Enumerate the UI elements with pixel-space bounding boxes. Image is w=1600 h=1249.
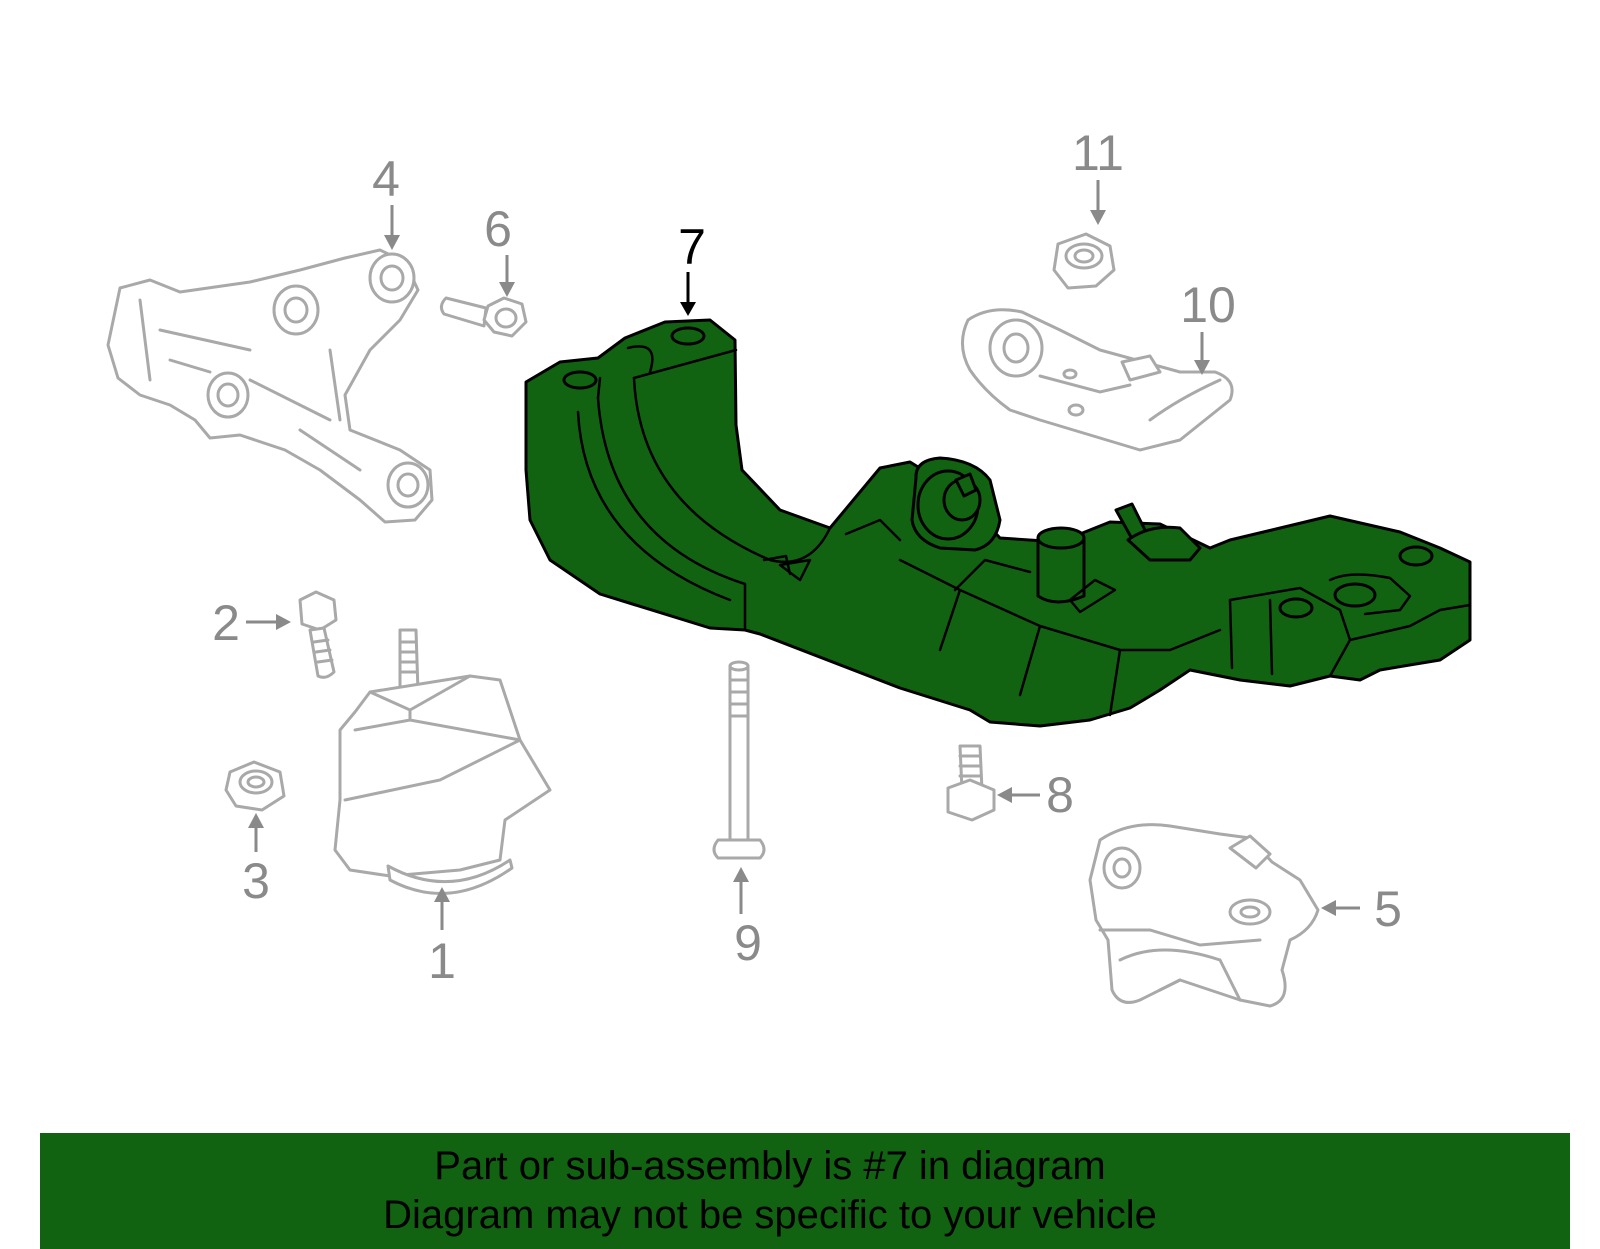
callout-8[interactable]: 8 bbox=[997, 767, 1074, 823]
part-4-engine-bracket[interactable] bbox=[106, 248, 434, 524]
part-8-bolt[interactable] bbox=[946, 744, 996, 822]
callout-4[interactable]: 4 bbox=[372, 151, 400, 250]
callout-2[interactable]: 2 bbox=[212, 595, 291, 651]
callout-number-7: 7 bbox=[678, 219, 706, 275]
arrowhead-7 bbox=[680, 302, 696, 316]
banner-line-2: Diagram may not be specific to your vehi… bbox=[383, 1193, 1157, 1237]
arrowhead-8 bbox=[997, 787, 1012, 803]
part-1-engine-mount[interactable] bbox=[333, 628, 552, 895]
part-10-transmission-mount[interactable] bbox=[961, 308, 1234, 452]
callout-1[interactable]: 1 bbox=[428, 887, 456, 989]
arrowhead-10 bbox=[1194, 360, 1210, 375]
callout-11[interactable]: 11 bbox=[1072, 125, 1124, 225]
callout-9[interactable]: 9 bbox=[733, 867, 762, 971]
callout-number-11: 11 bbox=[1072, 125, 1124, 181]
part-5-mount-bracket[interactable] bbox=[1088, 823, 1320, 1008]
part-9-long-bolt[interactable] bbox=[712, 660, 766, 860]
part-11-nut[interactable] bbox=[1052, 232, 1116, 290]
callout-3[interactable]: 3 bbox=[242, 813, 270, 909]
callout-10[interactable]: 10 bbox=[1180, 277, 1236, 375]
callout-number-6: 6 bbox=[484, 201, 512, 257]
arrowhead-3 bbox=[248, 813, 264, 828]
banner-line-1: Part or sub-assembly is #7 in diagram bbox=[434, 1144, 1106, 1188]
callout-number-5: 5 bbox=[1374, 881, 1402, 937]
callout-number-4: 4 bbox=[372, 151, 400, 207]
part-3-nut[interactable] bbox=[224, 760, 286, 812]
part-7-crossmember[interactable] bbox=[524, 318, 1472, 728]
part-2-bolt[interactable] bbox=[298, 590, 338, 679]
callout-number-3: 3 bbox=[242, 853, 270, 909]
arrowhead-2 bbox=[276, 614, 291, 630]
part-6-bolt[interactable] bbox=[439, 296, 528, 338]
arrowhead-9 bbox=[733, 867, 749, 882]
arrowhead-1 bbox=[434, 887, 450, 902]
arrowhead-4 bbox=[384, 235, 400, 250]
arrowhead-6 bbox=[499, 282, 515, 297]
callout-number-9: 9 bbox=[734, 915, 762, 971]
parts-diagram: 4 6 bbox=[106, 125, 1472, 1008]
callout-number-1: 1 bbox=[428, 933, 456, 989]
callout-6[interactable]: 6 bbox=[484, 201, 515, 297]
callout-number-8: 8 bbox=[1046, 767, 1074, 823]
arrowhead-5 bbox=[1321, 900, 1336, 916]
arrowhead-11 bbox=[1090, 210, 1106, 225]
info-banner: Part or sub-assembly is #7 in diagram Di… bbox=[40, 1133, 1570, 1249]
callout-number-2: 2 bbox=[212, 595, 240, 651]
callout-5[interactable]: 5 bbox=[1321, 881, 1402, 937]
callout-number-10: 10 bbox=[1180, 277, 1236, 333]
callout-7[interactable]: 7 bbox=[678, 219, 706, 316]
